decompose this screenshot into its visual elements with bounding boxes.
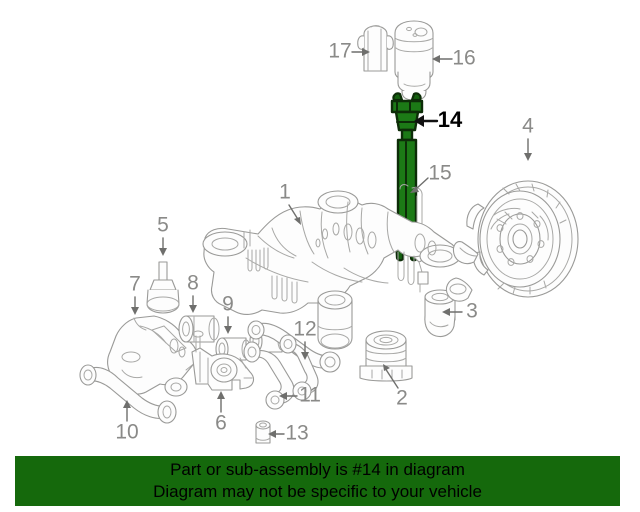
callout-13: 13: [268, 422, 309, 445]
callout-label-5: 5: [157, 214, 169, 237]
callout-label-16: 16: [452, 47, 475, 70]
callout-label-13: 13: [285, 422, 308, 445]
part-bushing-large: [178, 315, 220, 343]
callout-label-10: 10: [115, 421, 138, 444]
part-lower-control-arm: [243, 341, 295, 410]
part-ball-joint-boot: [146, 261, 180, 314]
callout-16: 16: [432, 47, 476, 70]
callout-label-2: 2: [396, 387, 408, 410]
callout-4: 4: [522, 115, 534, 161]
part-wheel-carrier-knuckle: [107, 315, 198, 397]
callout-15: 15: [410, 162, 452, 193]
callout-label-3: 3: [466, 300, 478, 323]
callout-17: 17: [328, 40, 370, 63]
callout-14: 14: [414, 107, 463, 132]
callout-label-7: 7: [129, 273, 141, 296]
callout-label-8: 8: [187, 272, 199, 295]
notice-banner: Part or sub-assembly is #14 in diagram D…: [15, 456, 620, 506]
part-air-spring-strut: [394, 20, 434, 101]
notice-line-2: Diagram may not be specific to your vehi…: [153, 482, 482, 501]
callout-6: 6: [215, 391, 227, 435]
part-wheel-carrier-bracket: [191, 330, 255, 391]
callout-layer: 1 2 3 4: [115, 40, 534, 445]
callout-label-15: 15: [428, 162, 451, 185]
callout-label-6: 6: [215, 412, 227, 435]
callout-label-12: 12: [293, 318, 316, 341]
notice-line-1: Part or sub-assembly is #14 in diagram: [170, 460, 465, 479]
callout-12: 12: [293, 318, 317, 360]
callout-8: 8: [187, 272, 199, 313]
part-arm-right-partial: [279, 334, 319, 401]
callout-10: 10: [115, 400, 139, 444]
callout-label-14: 14: [438, 107, 463, 132]
callout-label-4: 4: [522, 115, 534, 138]
callout-label-11: 11: [299, 384, 321, 407]
callout-11: 11: [279, 384, 321, 407]
part-bushing-sleeve-small: [255, 420, 271, 444]
callout-label-1: 1: [279, 181, 291, 204]
part-brake-backing-plate-hub: [466, 180, 579, 298]
part-link-right-lower: [445, 277, 473, 302]
callout-7: 7: [129, 273, 141, 315]
part-toe-link-arm: [79, 364, 177, 424]
callout-5: 5: [157, 214, 169, 256]
callout-label-9: 9: [222, 293, 234, 316]
callout-2: 2: [383, 364, 408, 410]
callout-1: 1: [279, 181, 301, 225]
part-subframe-mount-rear: [359, 330, 413, 382]
part-air-spring-clip: [357, 25, 394, 72]
callout-3: 3: [442, 300, 478, 323]
part-bushing-far-right: [452, 241, 479, 265]
callout-9: 9: [222, 293, 234, 334]
callout-label-17: 17: [328, 40, 351, 63]
